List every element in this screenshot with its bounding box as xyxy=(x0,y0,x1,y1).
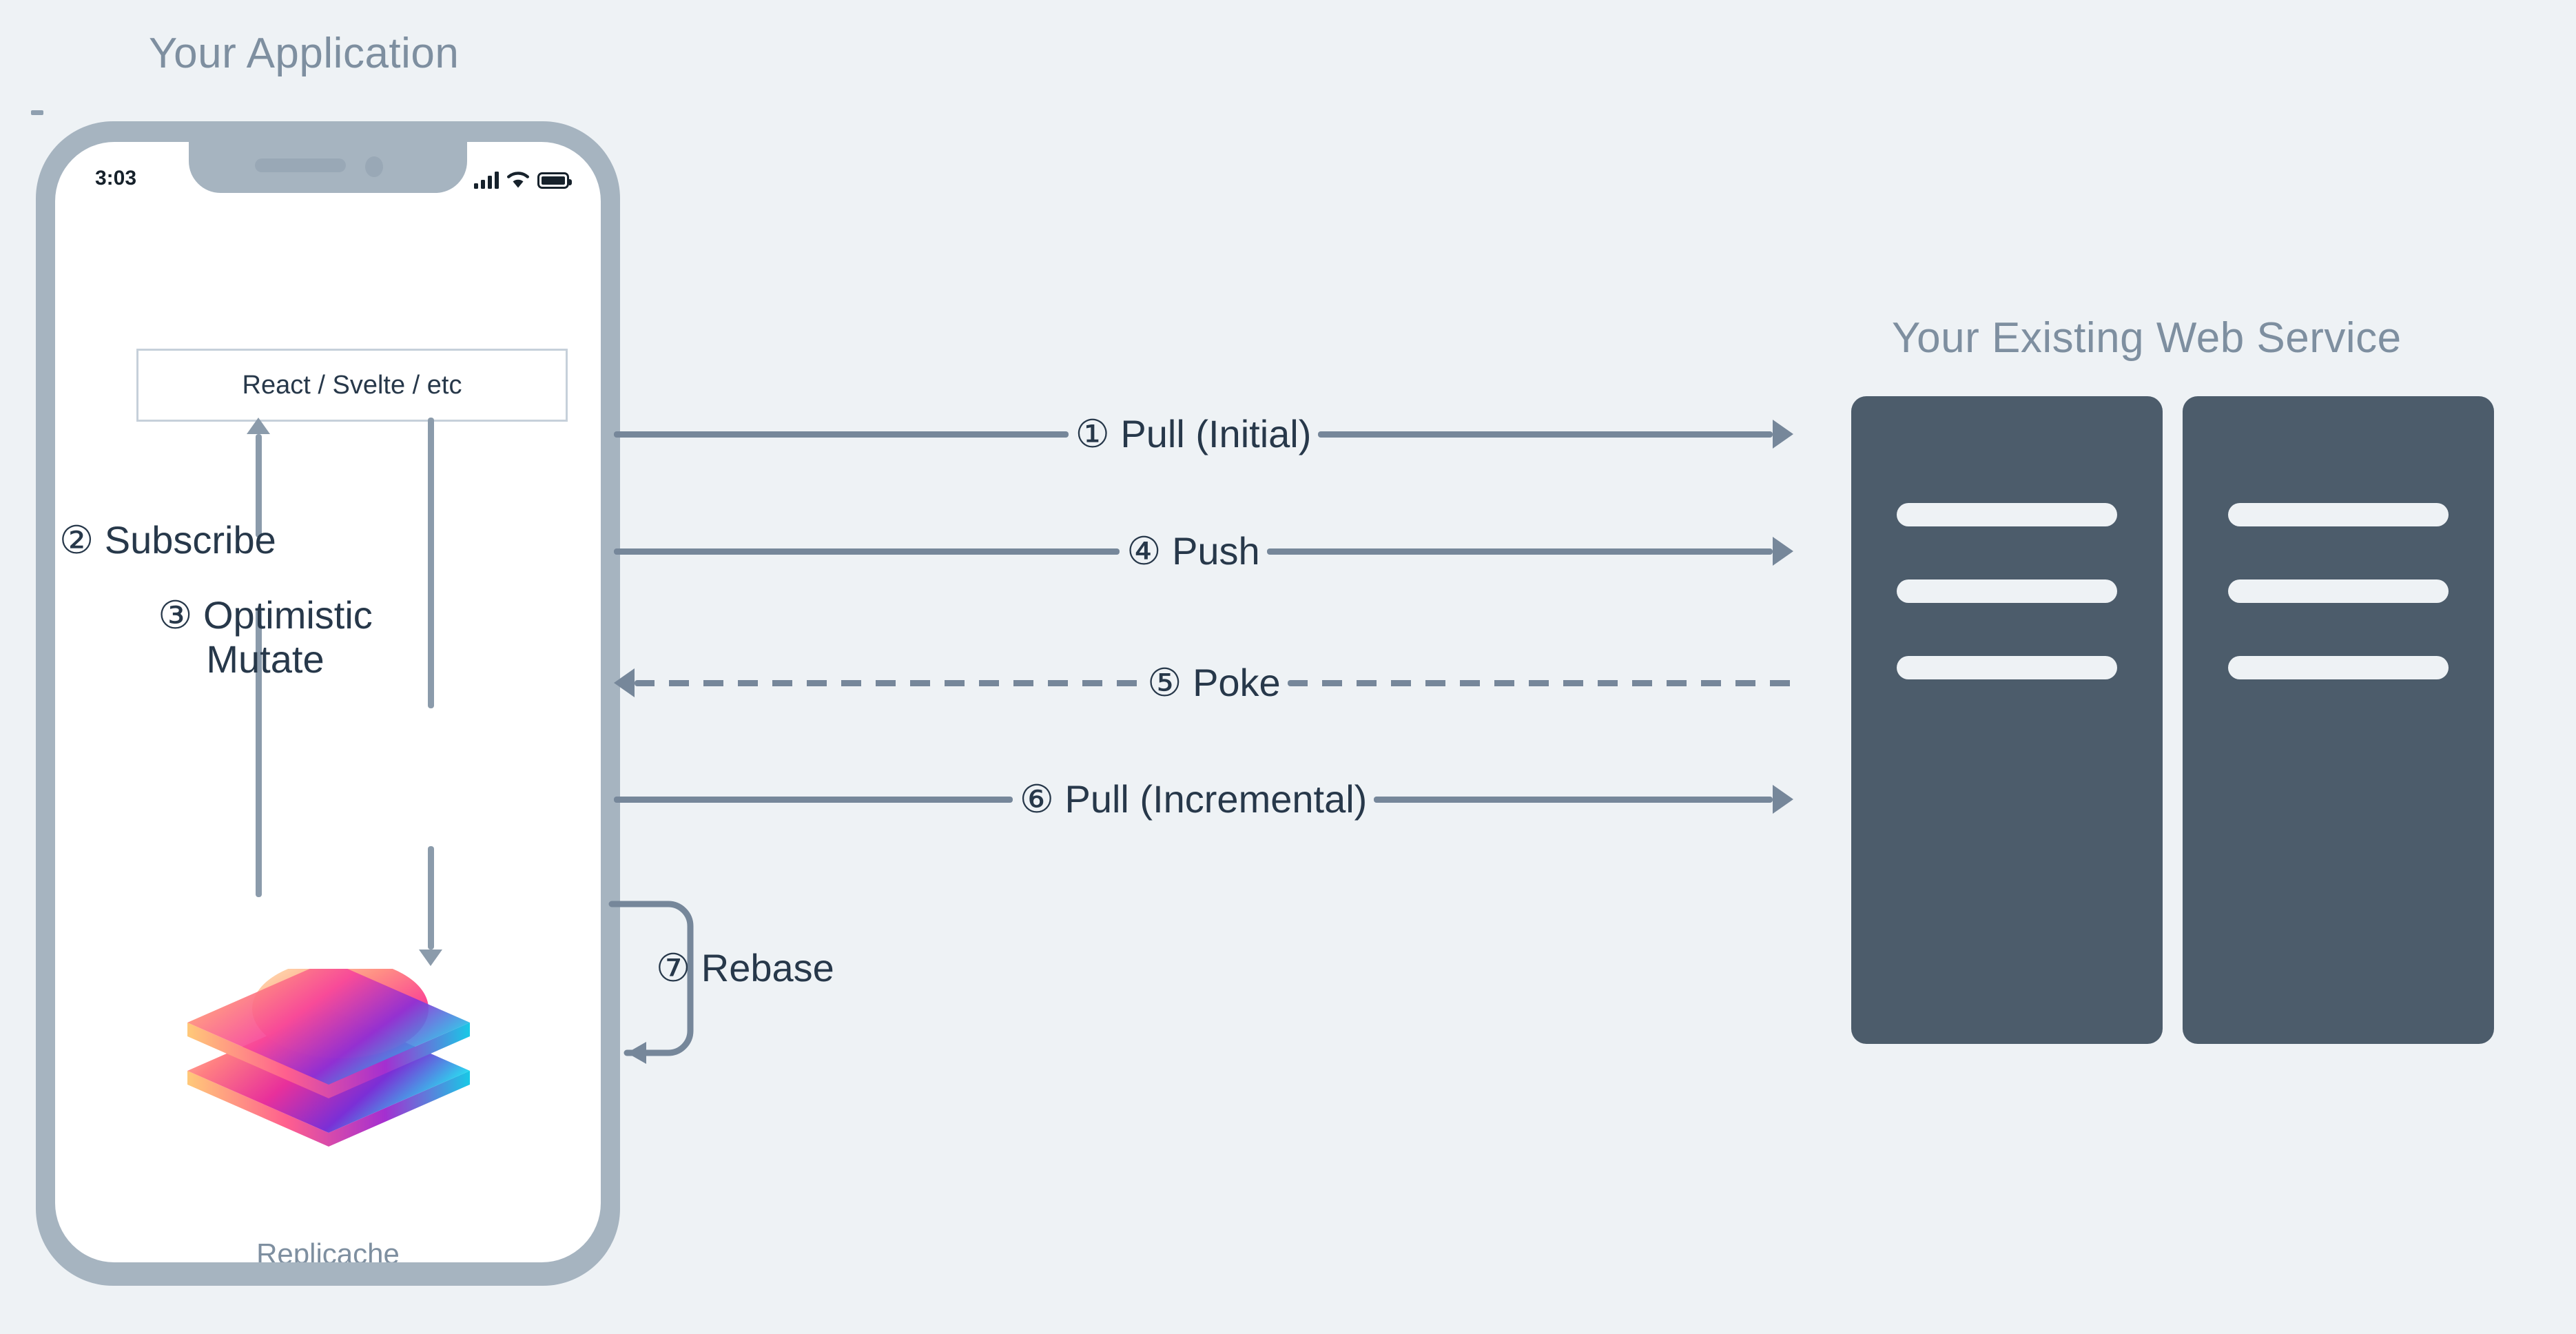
flow-pull-incremental: ⑥ Pull (Incremental) xyxy=(614,779,1794,820)
replicache-label: Replicache xyxy=(256,1238,400,1262)
flow-dashed-line-left xyxy=(635,679,1141,686)
flow-poke: ⑤ Poke xyxy=(614,662,1793,704)
mutate-arrow-head xyxy=(419,950,442,966)
flow-text-poke: Poke xyxy=(1193,661,1281,704)
status-bar-icons xyxy=(474,165,572,189)
server-bar xyxy=(2228,579,2449,603)
step-text-optimistic: Optimistic xyxy=(203,593,373,637)
mutate-arrow-shaft-upper xyxy=(428,418,434,708)
step-number-2: ② xyxy=(59,518,94,562)
flow-text-pull-initial: Pull (Initial) xyxy=(1120,412,1312,455)
step-text-subscribe: Subscribe xyxy=(104,518,276,562)
flow-dashed-line-right xyxy=(1287,679,1793,686)
phone-device-frame: 3:03 React / Svelte / etc xyxy=(36,121,620,1286)
step-label-subscribe: ② Subscribe xyxy=(59,517,276,563)
framework-box-label: React / Svelte / etc xyxy=(242,370,462,400)
flow-pull-initial: ① Pull (Initial) xyxy=(614,413,1794,455)
status-bar-time: 3:03 xyxy=(95,167,137,189)
server-bar xyxy=(1897,503,2117,526)
mutate-arrow-shaft-lower xyxy=(428,846,434,950)
flow-number-5: ⑤ xyxy=(1147,661,1182,704)
subscribe-arrow-shaft-upper xyxy=(256,434,262,537)
subscribe-arrow-shaft-lower xyxy=(256,609,262,897)
flow-arrowhead-right xyxy=(1773,537,1793,566)
phone-notch xyxy=(189,142,467,193)
server-bar xyxy=(1897,656,2117,679)
application-section-title: Your Application xyxy=(149,30,460,77)
phone-screen: 3:03 React / Svelte / etc xyxy=(55,142,601,1262)
flow-arrowhead-right xyxy=(1773,785,1794,814)
flow-line-left xyxy=(614,431,1069,438)
flow-text-rebase: Rebase xyxy=(701,946,834,989)
flow-rebase-loop xyxy=(606,889,772,1068)
replicache-layers-logo xyxy=(181,959,477,1148)
flow-arrowhead-left xyxy=(614,668,635,697)
flow-line-right xyxy=(1266,548,1773,555)
subscribe-arrow-head xyxy=(247,418,270,434)
server-bar xyxy=(2228,656,2449,679)
server-bar xyxy=(1897,579,2117,603)
server-rack-right xyxy=(2183,396,2494,1044)
flow-text-push: Push xyxy=(1172,529,1260,573)
flow-arrowhead-right xyxy=(1773,420,1794,449)
flow-label-rebase: ⑦ Rebase xyxy=(656,945,834,991)
flow-line-left xyxy=(614,548,1120,555)
server-rack-left xyxy=(1851,396,2163,1044)
flow-line-right xyxy=(1318,431,1773,438)
flow-number-1: ① xyxy=(1075,412,1110,455)
flow-push: ④ Push xyxy=(614,531,1793,572)
flow-label-push: ④ Push xyxy=(1120,532,1266,571)
step-number-3: ③ xyxy=(158,593,193,637)
front-camera-icon xyxy=(365,156,383,177)
flow-label-poke: ⑤ Poke xyxy=(1140,664,1287,702)
web-service-section-title: Your Existing Web Service xyxy=(1892,314,2402,362)
server-bar xyxy=(2228,503,2449,526)
flow-text-pull-incremental: Pull (Incremental) xyxy=(1064,777,1368,821)
flow-number-6: ⑥ xyxy=(1019,777,1054,821)
flow-label-pull-incremental: ⑥ Pull (Incremental) xyxy=(1013,780,1374,819)
earpiece-speaker-icon xyxy=(255,158,346,172)
decorative-tick-mark xyxy=(31,110,43,115)
framework-box: React / Svelte / etc xyxy=(136,349,568,422)
flow-line-left xyxy=(614,796,1013,803)
flow-label-pull-initial: ① Pull (Initial) xyxy=(1069,415,1319,453)
flow-number-4: ④ xyxy=(1126,529,1162,573)
step-label-optimistic-mutate: ③ Optimistic Mutate xyxy=(131,593,400,682)
wifi-icon xyxy=(506,171,530,189)
cellular-signal-icon xyxy=(474,171,499,189)
flow-number-7: ⑦ xyxy=(656,946,691,989)
flow-line-right xyxy=(1374,796,1773,803)
battery-full-icon xyxy=(537,172,572,189)
step-text-mutate: Mutate xyxy=(206,637,324,681)
